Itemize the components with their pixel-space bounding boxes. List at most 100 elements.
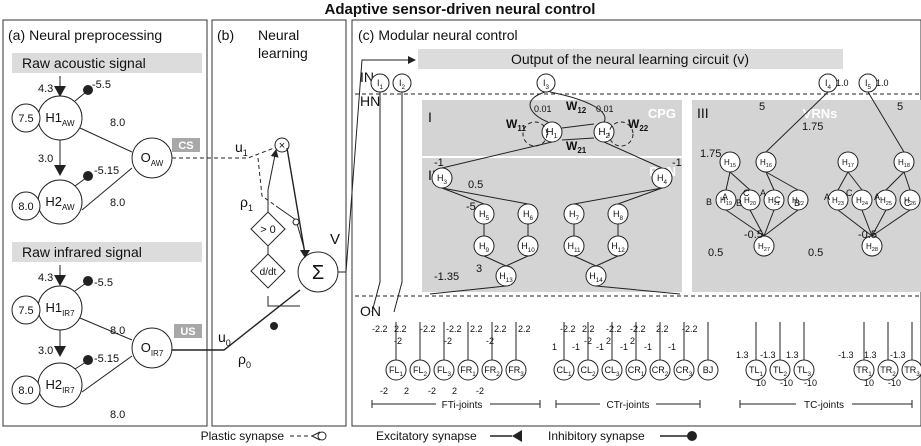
svg-text:C: C [743,188,750,198]
svg-text:H15: H15 [724,158,736,169]
svg-text:H11: H11 [567,241,581,254]
svg-text:-2.2: -2.2 [682,324,698,334]
svg-text:III: III [697,105,709,121]
svg-text:I1: I1 [377,78,384,91]
input-neuron-4: I4 [818,73,838,93]
output-neuron-cr2: CR2 [649,359,671,381]
svg-text:H19: H19 [720,196,732,207]
svg-text:0.01: 0.01 [596,104,614,114]
svg-text:2: 2 [404,386,409,396]
vrn-neuron-15: H15 [719,151,741,173]
input-neuron-1: I1 [370,73,390,93]
svg-text:OAW: OAW [141,150,164,168]
svg-text:CL3: CL3 [604,365,620,378]
svg-text:H13: H13 [499,271,513,284]
svg-text:5: 5 [759,101,765,113]
svg-text:-1: -1 [434,157,444,169]
threshold-box [250,211,286,247]
svg-text:2: 2 [630,336,635,346]
svg-text:1.3: 1.3 [864,350,877,360]
output-neuron-cl2: CL2 [577,359,599,381]
svg-text:FL3: FL3 [437,365,452,378]
panel-b-frame [211,19,347,427]
svg-text:H27: H27 [758,242,770,253]
svg-text:A: A [760,188,766,198]
vrn-neuron-23: H23 [827,189,849,211]
svg-text:TR1: TR1 [856,365,872,378]
input-neuron-5: I5 [858,73,878,93]
output-neuron-bj: BJ [697,359,719,381]
svg-text:-1: -1 [620,342,628,352]
svg-text:H1: H1 [546,127,557,140]
panel-a: (a)Neural preprocessing Raw acoustic sig… [8,27,202,421]
svg-text:-2.2: -2.2 [372,324,388,334]
aw-h1-excite [54,86,66,97]
svg-text:-2.2: -2.2 [606,324,622,334]
svg-text:-1.3: -1.3 [890,350,906,360]
psn-region [422,158,682,292]
svg-text:7.5: 7.5 [18,305,33,317]
svg-text:5: 5 [897,101,903,113]
vrn-neuron-28: H28 [861,235,883,257]
svg-text:H6: H6 [523,209,534,222]
psn-neuron-7: H7 [563,203,585,225]
svg-text:3.0: 3.0 [38,153,53,165]
svg-text:TC-joints: TC-joints [804,400,844,411]
svg-text:8.0: 8.0 [110,197,125,209]
svg-text:CR2: CR2 [652,365,669,378]
svg-text:ON: ON [360,303,381,319]
output-neuron-fr3: FR3 [505,359,527,381]
svg-text:FR2: FR2 [484,365,500,378]
svg-text:10: 10 [756,378,766,388]
output-neuron-fr2: FR2 [481,359,503,381]
svg-text:2.2: 2.2 [494,324,507,334]
svg-text:CR3: CR3 [676,365,693,378]
output-neuron-tl2: TL2 [769,359,791,381]
derivative-box [250,253,286,289]
svg-text:ρ0: ρ0 [238,351,251,370]
svg-text:-1.3: -1.3 [760,350,776,360]
aw-h1-inhibit [83,85,93,95]
output-neuron-cl1: CL1 [553,359,575,381]
svg-text:0.5: 0.5 [708,247,723,259]
svg-text:-1.35: -1.35 [434,271,459,283]
svg-text:H28: H28 [866,242,878,253]
output-label-bar [418,49,843,69]
svg-text:learning: learning [258,45,308,61]
output-neuron-cl3: CL3 [601,359,623,381]
svg-text:8.0: 8.0 [18,385,33,397]
svg-text:-1: -1 [596,342,604,352]
svg-text:2: 2 [452,386,457,396]
svg-text:-5: -5 [466,201,476,213]
svg-text:d/dt: d/dt [260,267,277,278]
svg-text:Inhibitory synapse: Inhibitory synapse [548,429,645,443]
svg-text:I4: I4 [825,78,832,91]
aw-h2-inhibit [83,171,93,181]
output-neuron-fl3: FL3 [433,359,455,381]
svg-text:W12: W12 [566,99,587,115]
svg-text:US: US [180,326,195,338]
vrn-neuron-26: H26 [899,189,921,211]
svg-text:VRNs: VRNs [803,106,838,121]
svg-text:H23: H23 [832,196,844,207]
svg-text:HN: HN [360,93,380,109]
svg-text:1.0: 1.0 [876,78,889,88]
svg-text:H2IR7: H2IR7 [45,377,75,395]
cs-tag [172,138,200,152]
svg-text:A: A [722,192,728,202]
svg-text:1.3: 1.3 [786,350,799,360]
svg-text:BJ: BJ [703,365,714,375]
svg-text:-2: -2 [486,336,494,346]
psn-neuron-14: H14 [585,265,607,287]
svg-text:B: B [706,197,712,207]
vrn-neuron-18: H18 [893,151,915,173]
svg-text:-2.2: -2.2 [446,324,462,334]
cs-dashed-path [172,144,283,159]
vrn-neuron-24: H24 [851,189,873,211]
legend: Plastic synapse Excitatory synapse Inhib… [201,429,697,443]
svg-text:Excitatory synapse: Excitatory synapse [376,429,477,443]
svg-text:4.3: 4.3 [38,83,53,95]
panel-b: (b) Neural learning u1 × ρ1 > 0 d/dt Σ V… [172,27,416,370]
svg-text:TL3: TL3 [797,365,812,378]
